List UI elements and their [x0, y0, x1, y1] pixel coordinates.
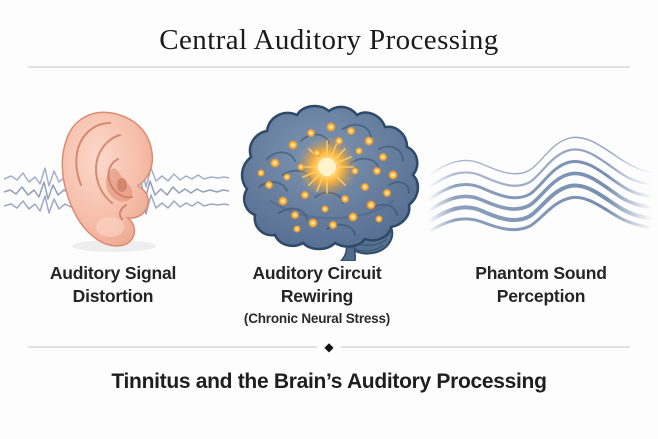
ear-with-distorted-waves-icon: [3, 111, 230, 252]
glowing-neuron-dots: [257, 122, 398, 233]
divider-line-right: [340, 346, 631, 348]
footer-title: Tinnitus and the Brain’s Auditory Proces…: [111, 370, 547, 393]
caption-auditory-signal-distortion: Auditory Signal Distortion: [13, 262, 213, 308]
ear-shape: [61, 111, 154, 247]
diamond-icon: ◆: [324, 340, 334, 354]
caption-line: Distortion: [72, 286, 154, 306]
caption-line: Auditory Circuit: [252, 263, 382, 283]
caption-subtext: (Chronic Neural Stress): [243, 311, 391, 326]
divider-line-left: [28, 346, 318, 348]
brain-with-hyperactive-neurons-icon: [240, 104, 420, 261]
caption-line: Auditory Signal: [49, 263, 177, 283]
caption-phantom-sound-perception: Phantom Sound Perception: [441, 262, 641, 308]
phantom-sound-waves-icon: [426, 136, 654, 234]
smooth-wave-lines: [426, 136, 654, 234]
top-divider: [28, 66, 630, 68]
neural-burst: [297, 137, 357, 197]
page-title: Central Auditory Processing: [159, 24, 499, 56]
bottom-divider: ◆: [28, 340, 631, 354]
caption-auditory-circuit-rewiring: Auditory Circuit Rewiring (Chronic Neura…: [217, 262, 417, 327]
caption-line: Phantom Sound: [475, 263, 607, 283]
caption-line: Perception: [496, 286, 586, 306]
caption-line: Rewiring: [280, 286, 354, 306]
